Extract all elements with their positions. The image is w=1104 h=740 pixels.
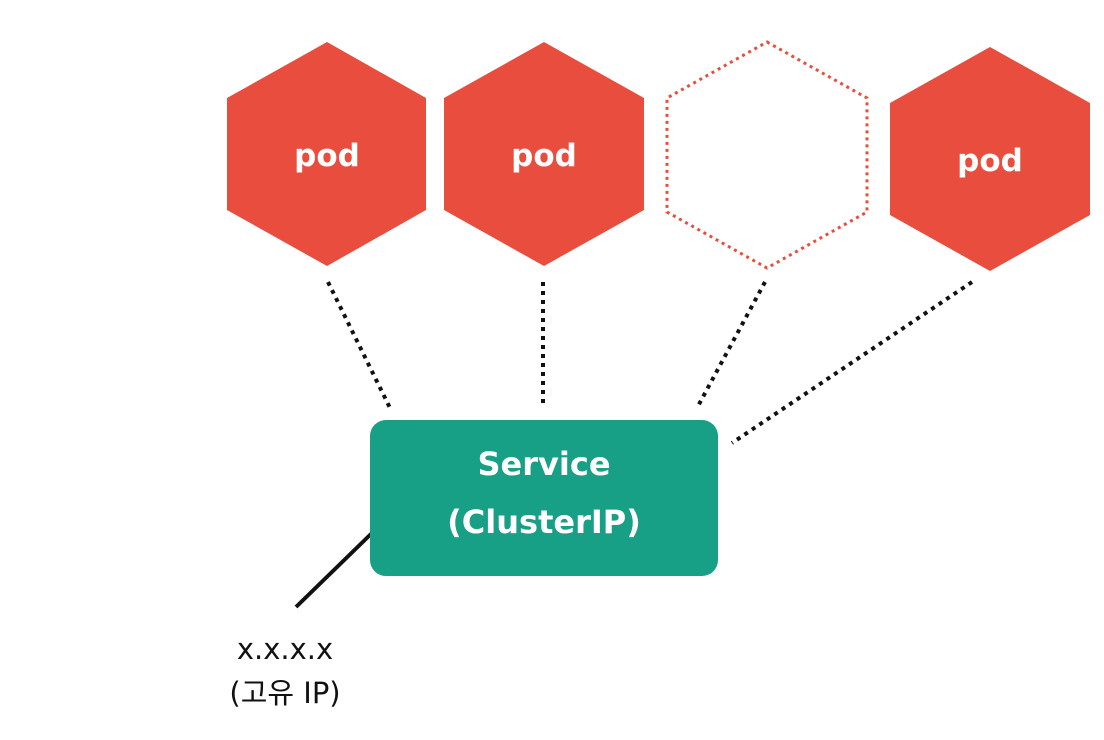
pod-connectors [326,280,974,445]
service-type: (ClusterIP) [447,503,641,541]
pod-1: pod [227,42,426,266]
ip-label: x.x.x.x (고유 IP) [229,632,340,710]
pod-4: pod [890,47,1090,271]
ip-address: x.x.x.x [237,632,333,666]
pod-hexagon [227,42,426,266]
connector-pod-1 [326,281,392,409]
ip-connector [294,531,374,609]
service-title: Service [477,445,610,483]
pod-label: pod [294,138,360,174]
pod-2: pod [444,42,644,266]
connector-pod-3 [695,281,767,409]
pod-hexagon [444,42,644,266]
pod-3-pending [665,40,869,270]
ip-description: (고유 IP) [229,676,340,710]
pod-label: pod [957,143,1023,179]
pod-label: pod [511,138,577,174]
service-box: Service (ClusterIP) [370,420,718,576]
connector-pod-4 [730,280,974,445]
pod-hexagon [890,47,1090,271]
service-rect [370,420,718,576]
pending-pod-hexagon [665,40,869,270]
